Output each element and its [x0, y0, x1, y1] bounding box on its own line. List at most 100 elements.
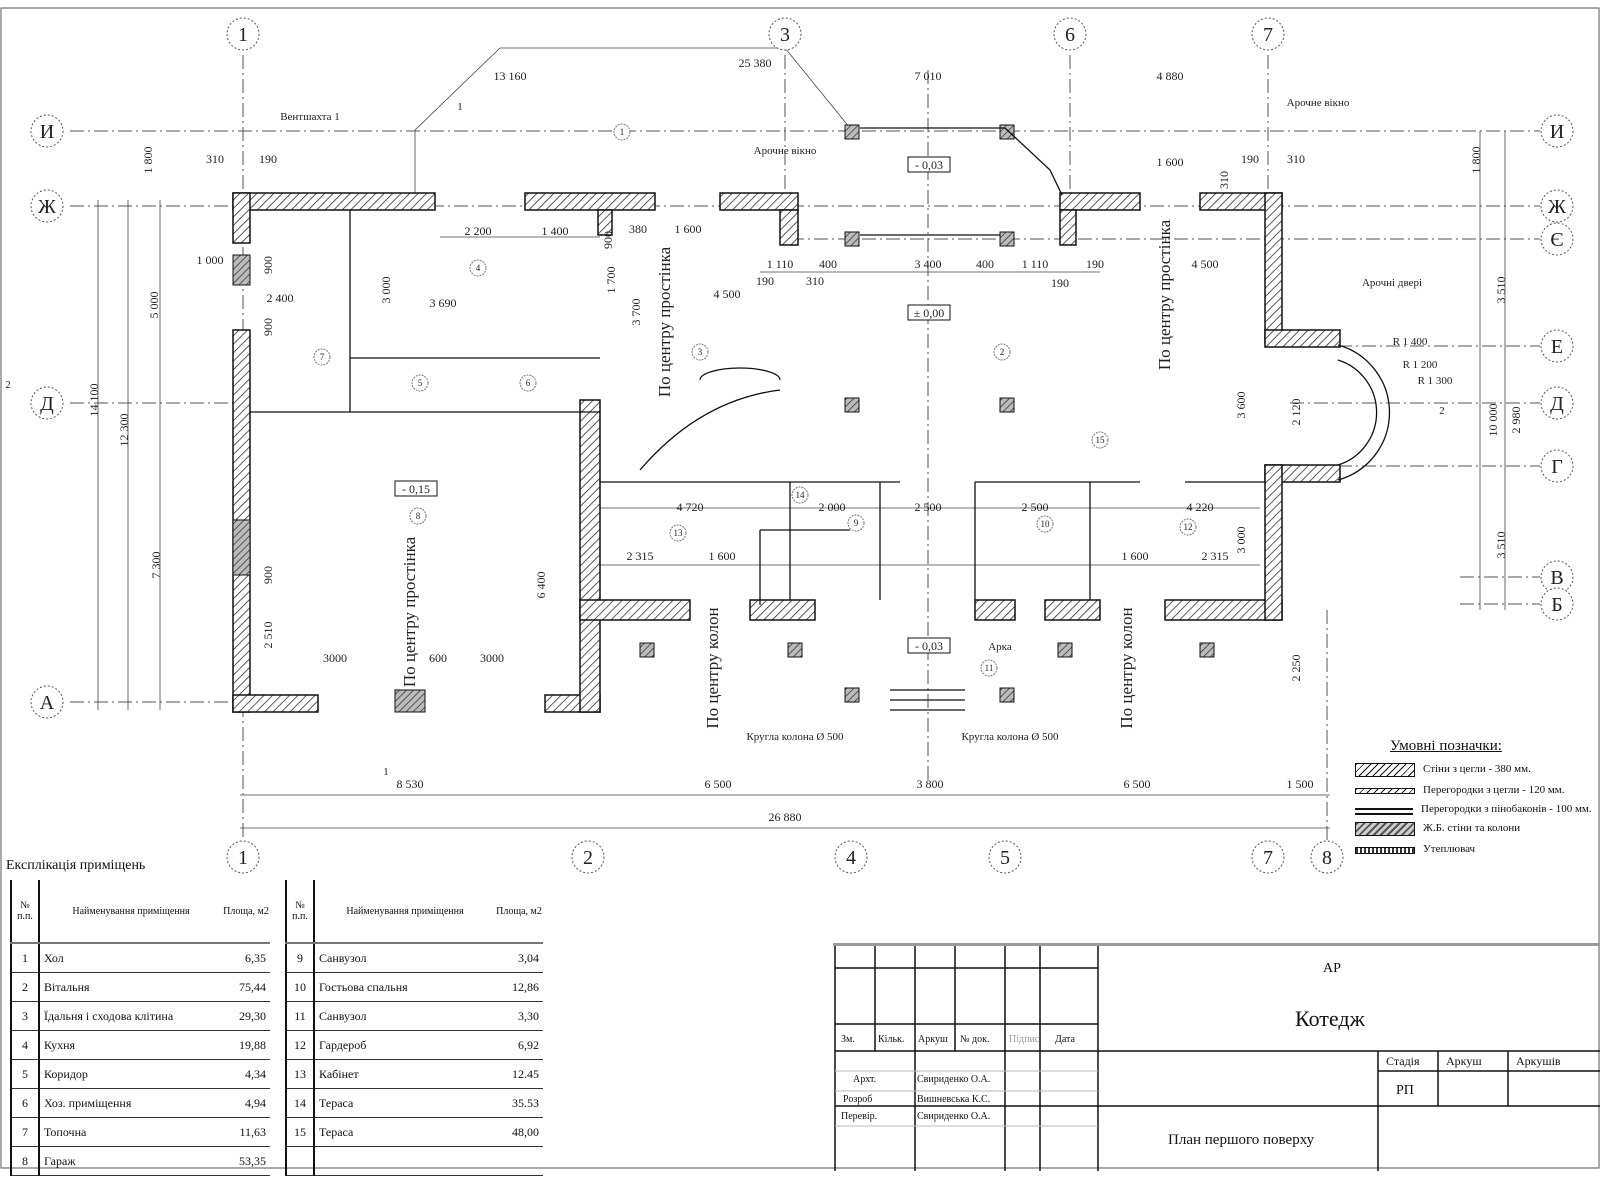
room-number: 3 — [698, 347, 703, 357]
dimension-label: 3 000 — [379, 277, 393, 304]
dimension-label: 1 800 — [141, 147, 155, 174]
dimension-label: 4 720 — [677, 500, 704, 514]
room-name: Топочна — [39, 1117, 222, 1147]
room-name: Гостьова спальня — [314, 972, 495, 1002]
legend-item: Стіни з цегли - 380 мм. — [1423, 763, 1531, 775]
grid-axes — [70, 55, 1540, 845]
concrete-swatch — [1355, 822, 1415, 836]
room-no: 15 — [285, 1117, 315, 1147]
room-no: 8 — [10, 1146, 40, 1176]
table-row-empty — [285, 1146, 543, 1176]
axis-label: А — [40, 692, 55, 714]
room-no: 4 — [10, 1030, 40, 1060]
room-name: Хоз. приміщення — [39, 1088, 222, 1118]
legend-item: Утеплювач — [1423, 843, 1476, 855]
room-area: 29,30 — [222, 1001, 270, 1031]
explication-title: Експлікація приміщень — [6, 858, 146, 873]
dimension-label: 1 000 — [197, 253, 224, 267]
dimension-label: 380 — [629, 222, 647, 236]
axis-label: Д — [40, 393, 54, 415]
room-number: 9 — [854, 518, 859, 528]
room-no: 13 — [285, 1059, 315, 1089]
room-marker — [993, 343, 1011, 361]
legend: Умовні позначки: Стіни з цегли - 380 мм.… — [1355, 738, 1600, 862]
room-area: 12.45 — [495, 1059, 543, 1089]
col-header: Дата — [1055, 1034, 1075, 1045]
room-no: 7 — [10, 1117, 40, 1147]
dimension-label: 400 — [976, 257, 994, 271]
room-area: 3,30 — [495, 1001, 543, 1031]
level-mark: - 0,03 — [915, 639, 943, 653]
dimension-label: 3 510 — [1494, 532, 1508, 559]
room-no: 5 — [10, 1059, 40, 1089]
dimension-label: 13 160 — [494, 69, 527, 83]
dimension-label: 4 500 — [1192, 257, 1219, 271]
room-area: 35.53 — [495, 1088, 543, 1118]
dimension-label: 2 315 — [1202, 549, 1229, 563]
doc-code: АР — [1323, 961, 1341, 976]
dimension-label: 900 — [261, 318, 275, 336]
room-marker — [691, 343, 709, 361]
insulation-swatch — [1355, 847, 1415, 854]
col-header: Зм. — [841, 1034, 855, 1045]
room-number: 13 — [674, 528, 684, 538]
room-marker — [669, 524, 687, 542]
dimension-label: 3 510 — [1494, 277, 1508, 304]
block-partition-swatch — [1355, 808, 1413, 815]
axis-label: В — [1550, 567, 1563, 589]
dimension-label: 400 — [819, 257, 837, 271]
axis-label: Ж — [38, 196, 56, 218]
label-arch-window: Арочне вікно — [754, 145, 817, 157]
room-name: Їдальня і сходова клітина — [39, 1001, 222, 1031]
room-number: 12 — [1184, 522, 1193, 532]
level-mark: ± 0,00 — [914, 306, 945, 320]
room-marker — [1091, 431, 1109, 449]
section-mark: 2 — [5, 379, 11, 391]
room-marker — [791, 486, 809, 504]
axis-label: И — [1550, 121, 1564, 143]
dimension-label: 2 315 — [627, 549, 654, 563]
col-header: № п.п. — [285, 880, 315, 944]
room-name: Гараж — [39, 1146, 222, 1176]
col-header: Підпис — [1009, 1034, 1040, 1045]
room-number: 14 — [796, 490, 806, 500]
dimension-label: 8 530 — [397, 777, 424, 791]
room-number: 11 — [985, 663, 994, 673]
room-name: Вітальня — [39, 972, 222, 1002]
col-header: Площа, м2 — [495, 880, 543, 944]
room-area: 75,44 — [222, 972, 270, 1002]
role: Розроб — [843, 1094, 873, 1105]
label-radius: R 1 200 — [1403, 359, 1438, 371]
dimension-label: 25 380 — [739, 56, 772, 70]
dimension-label: 3 690 — [430, 296, 457, 310]
dimension-label: 4 500 — [714, 287, 741, 301]
dimension-label: 600 — [429, 651, 447, 665]
dimension-label: 2 500 — [915, 500, 942, 514]
col-header: Аркуш — [918, 1034, 948, 1045]
room-marker — [519, 374, 537, 392]
axis-label: 2 — [583, 847, 593, 869]
dimension-label: 2 200 — [465, 224, 492, 238]
dimension-label: 190 — [1241, 152, 1259, 166]
room-number: 5 — [418, 378, 423, 388]
stage-value: РП — [1396, 1083, 1414, 1098]
brick-wall-swatch — [1355, 763, 1415, 777]
dimension-label: 2 400 — [267, 291, 294, 305]
room-name: Кабінет — [314, 1059, 495, 1089]
dimension-label: 190 — [259, 152, 277, 166]
dimension-label: 3000 — [323, 651, 347, 665]
axis-label: Е — [1551, 336, 1563, 358]
dimension-label: 1 600 — [675, 222, 702, 236]
room-number: 2 — [1000, 347, 1005, 357]
room-area: 6,92 — [495, 1030, 543, 1060]
label-arch-window: Арочне вікно — [1287, 97, 1350, 109]
dimension-label: 6 500 — [1124, 777, 1151, 791]
